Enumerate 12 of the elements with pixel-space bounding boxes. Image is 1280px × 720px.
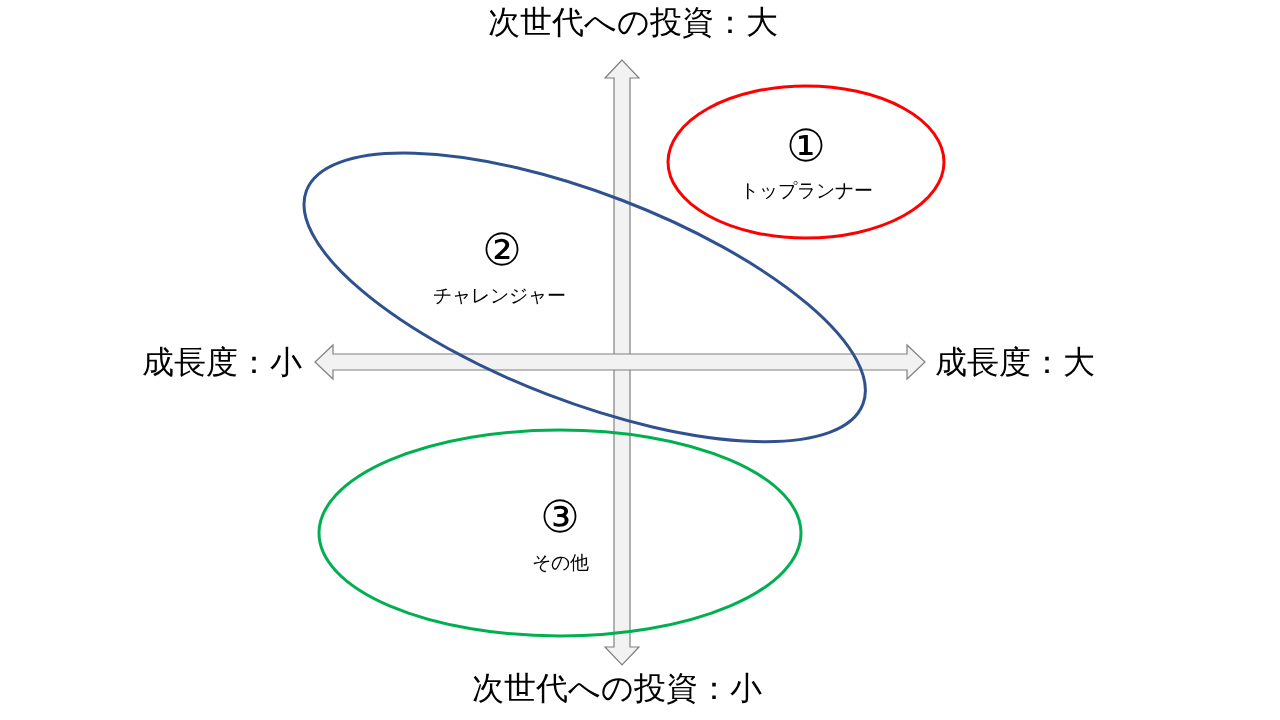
category-label: その他 <box>531 552 589 572</box>
category-ellipse <box>666 84 946 240</box>
category-label: トップランナー <box>739 180 873 200</box>
axis-label: 成長度：大 <box>935 346 1095 378</box>
circled-number: ① <box>786 124 826 168</box>
category-label: チャレンジャー <box>433 285 567 305</box>
category-ellipse <box>317 428 803 638</box>
circled-number: ② <box>482 228 522 272</box>
circled-number: ③ <box>540 495 580 539</box>
axis-label: 成長度：小 <box>142 346 302 378</box>
axis-label: 次世代への投資：小 <box>472 672 762 704</box>
axis-label: 次世代への投資：大 <box>488 6 778 38</box>
